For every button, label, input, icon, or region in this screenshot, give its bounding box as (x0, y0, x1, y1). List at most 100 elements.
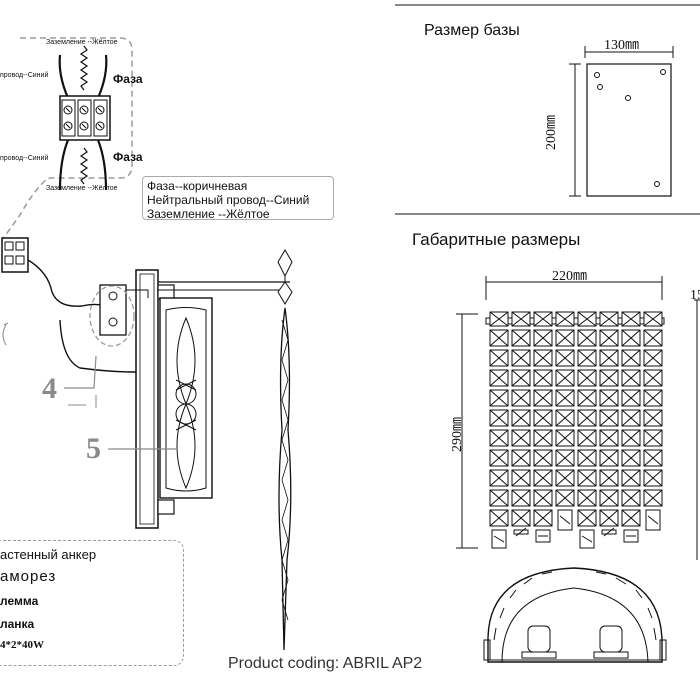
crystal-facet (577, 349, 597, 367)
crystal-facet (621, 369, 641, 387)
curtain-square-x (511, 311, 531, 327)
crystal-facet (599, 369, 619, 387)
base-size-title: Размер базы (424, 22, 520, 39)
crystal-facet (489, 369, 509, 387)
crystal-facet (511, 429, 531, 447)
crystal-facet (489, 429, 509, 447)
curtain-square-x (643, 311, 663, 327)
crystal-facet (533, 469, 553, 487)
crystal-facet (599, 329, 619, 347)
crystal-facet (577, 449, 597, 467)
crystal-facet (599, 489, 619, 507)
wall-plate (135, 269, 290, 529)
crystal-drop-facet (515, 527, 527, 537)
crystal-facet (643, 489, 663, 507)
crystal-facet (643, 369, 663, 387)
crystal-facet (643, 349, 663, 367)
crystal-facet (489, 349, 509, 367)
part-wall-anchor: астенный анкер (0, 547, 97, 562)
curtain-square-x (621, 311, 641, 327)
curtain-square-x (599, 311, 619, 327)
crystal-facet (599, 389, 619, 407)
crystal-facet (533, 409, 553, 427)
crystal-facet (621, 329, 641, 347)
crystal-facet (577, 389, 597, 407)
crystal-facet (511, 369, 531, 387)
wiring-legend: Фаза--коричневая Нейтральный провод--Син… (142, 176, 334, 221)
crystal-facet (643, 449, 663, 467)
ground-label-bottom: Заземление --Жёлтое (46, 185, 118, 192)
crystal-facet (555, 429, 575, 447)
connector-plug (1, 237, 29, 273)
overall-size-title: Габаритные размеры (412, 230, 581, 249)
crystal-facet (489, 329, 509, 347)
half-round-canopy (483, 567, 667, 663)
crystal-facet (643, 389, 663, 407)
parts-frame (0, 540, 184, 666)
curtain-rail (485, 317, 665, 325)
overall-dimensions (456, 276, 700, 560)
crystal-facet (599, 429, 619, 447)
ground-cable (79, 45, 89, 185)
callout-5: 5 (86, 432, 101, 465)
crystal-facet (555, 329, 575, 347)
part-screw: аморез (0, 568, 57, 585)
crystal-facet (533, 429, 553, 447)
crystal-facet (555, 409, 575, 427)
callout-4: 4 (42, 372, 57, 405)
legend-phase: Фаза--коричневая (147, 179, 248, 193)
crystal-facet (489, 509, 509, 527)
crystal-facet (511, 389, 531, 407)
wires (58, 54, 108, 191)
part-lamps: 4*2*40W (0, 639, 44, 651)
curtain-square-x (577, 311, 597, 327)
crystal-facet (621, 489, 641, 507)
callout-leaders (64, 355, 176, 450)
crystal-facet (511, 349, 531, 367)
crystal-facet (489, 409, 509, 427)
crystal-facet (643, 409, 663, 427)
mounting-bracket (99, 284, 149, 336)
overall-height-label: 290㎜ (450, 417, 465, 452)
crystal-facet (533, 349, 553, 367)
crystal-facet (555, 469, 575, 487)
base-height-label: 200㎜ (544, 115, 559, 150)
crystal-facet (511, 449, 531, 467)
base-dimensions (569, 46, 674, 197)
crystal-facet (533, 489, 553, 507)
crystal-facet (577, 489, 597, 507)
crystal-facet (533, 369, 553, 387)
legend-ground: Заземление --Жёлтое (147, 207, 270, 221)
crystal-facet (643, 329, 663, 347)
crystal-facet (599, 409, 619, 427)
crystal-drop-facet (559, 515, 571, 525)
crystal-drop-facet (603, 527, 615, 537)
curtain-square-x (489, 311, 509, 327)
crystal-facet (599, 449, 619, 467)
crystal-facet (621, 389, 641, 407)
product-coding: Product coding: ABRIL AP2 (228, 655, 423, 672)
curtain-square-x (533, 311, 553, 327)
crystal-facet (577, 409, 597, 427)
crystal-facet (621, 509, 641, 527)
part-terminal: лемма (0, 594, 39, 608)
terminal-block (59, 95, 111, 141)
crystal-facet (577, 429, 597, 447)
crystal-facet (489, 489, 509, 507)
base-width-label: 130㎜ (604, 38, 639, 53)
crystal-facet (577, 469, 597, 487)
crystal-drop-facet (647, 515, 659, 525)
crystal-facet (555, 449, 575, 467)
crystal-facet (621, 349, 641, 367)
ground-label-top: Заземление --Жёлтое (46, 39, 118, 46)
crystal-facet (621, 449, 641, 467)
crystal-facet (555, 369, 575, 387)
crystal-curtain (485, 311, 665, 549)
crystal-facet (533, 389, 553, 407)
crystal-facet (489, 389, 509, 407)
crystal-facet (533, 509, 553, 527)
crystal-facet (555, 389, 575, 407)
crystal-facet (511, 509, 531, 527)
crystal-facet (511, 489, 531, 507)
